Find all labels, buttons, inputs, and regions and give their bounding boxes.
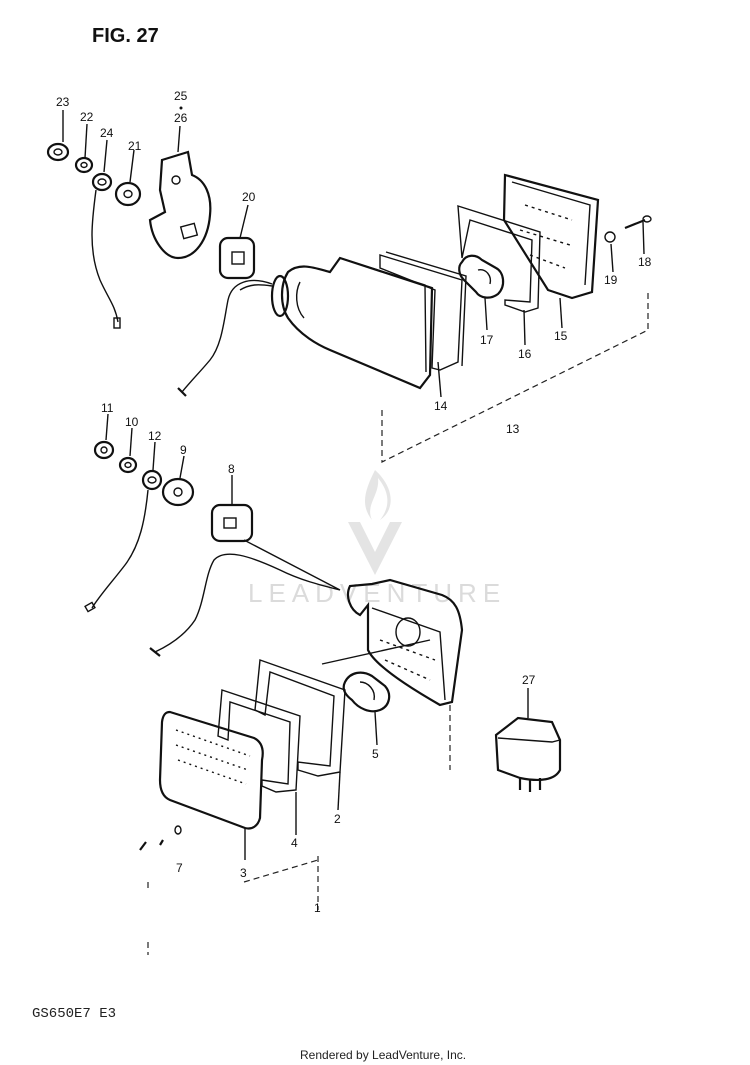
callout-7: 7 [176,861,183,875]
screws-7 [139,825,182,851]
callout-15: 15 [554,329,568,343]
ground-terminal-12 [84,469,163,613]
gasket-14 [379,251,467,371]
lower-housing [346,578,464,707]
bulb-5 [321,639,431,713]
callout-2: 2 [334,812,341,826]
callout-1: 1 [314,901,321,915]
callout-27: 27 [522,673,536,687]
figure-title: FIG. 27 [92,25,159,47]
callout-8: 8 [228,462,235,476]
callout-labels: 23 22 24 21 25 26 20 14 13 17 16 15 19 1… [56,89,652,915]
callout-13: 13 [506,422,520,436]
callout-4: 4 [291,836,298,850]
rendered-by-credit: Rendered by LeadVenture, Inc. [300,1048,466,1062]
callout-18: 18 [638,255,652,269]
lens-15 [502,173,600,300]
callout-17: 17 [480,333,494,347]
assembly-line-13 [381,292,649,463]
callout-14: 14 [434,399,448,413]
callout-26: 26 [174,111,188,125]
callout-10: 10 [125,415,139,429]
gasket-16 [457,205,541,313]
lower-wire [154,539,341,653]
callout-12: 12 [148,429,162,443]
washer-19 [604,231,616,243]
flasher-relay-27 [494,716,562,792]
washer-10 [118,456,138,474]
upper-assembly [46,142,652,463]
washer-21 [114,181,142,207]
ground-terminal-24 [91,172,121,329]
bulb-17 [458,254,505,299]
callout-25: 25 [174,89,188,103]
callout-dot [179,106,183,110]
callout-24: 24 [100,126,114,140]
callout-9: 9 [180,443,187,457]
grommet-20 [218,236,256,280]
nut-23 [46,142,70,162]
lower-assembly [84,440,464,955]
leader-lines [62,110,645,860]
callout-21: 21 [128,139,142,153]
nut-11 [93,440,115,460]
leadventure-watermark: LEADVENTURE [248,470,500,608]
gasket-2 [254,659,346,777]
gasket-4 [217,689,301,793]
lens-3 [158,710,264,830]
callout-19: 19 [604,273,618,287]
callout-22: 22 [80,110,94,124]
model-code: GS650E7 E3 [32,1006,116,1022]
callout-16: 16 [518,347,532,361]
upper-housing [177,256,434,397]
screw-18 [624,215,652,230]
washer-22 [74,156,94,174]
bracket-25-26 [148,150,212,260]
callout-3: 3 [240,866,247,880]
callout-5: 5 [372,747,379,761]
callout-23: 23 [56,95,70,109]
callout-20: 20 [242,190,256,204]
grommet-8 [210,503,254,543]
assembly-line-1 [147,705,451,955]
washer-9 [161,477,195,507]
callout-11: 11 [101,401,114,415]
